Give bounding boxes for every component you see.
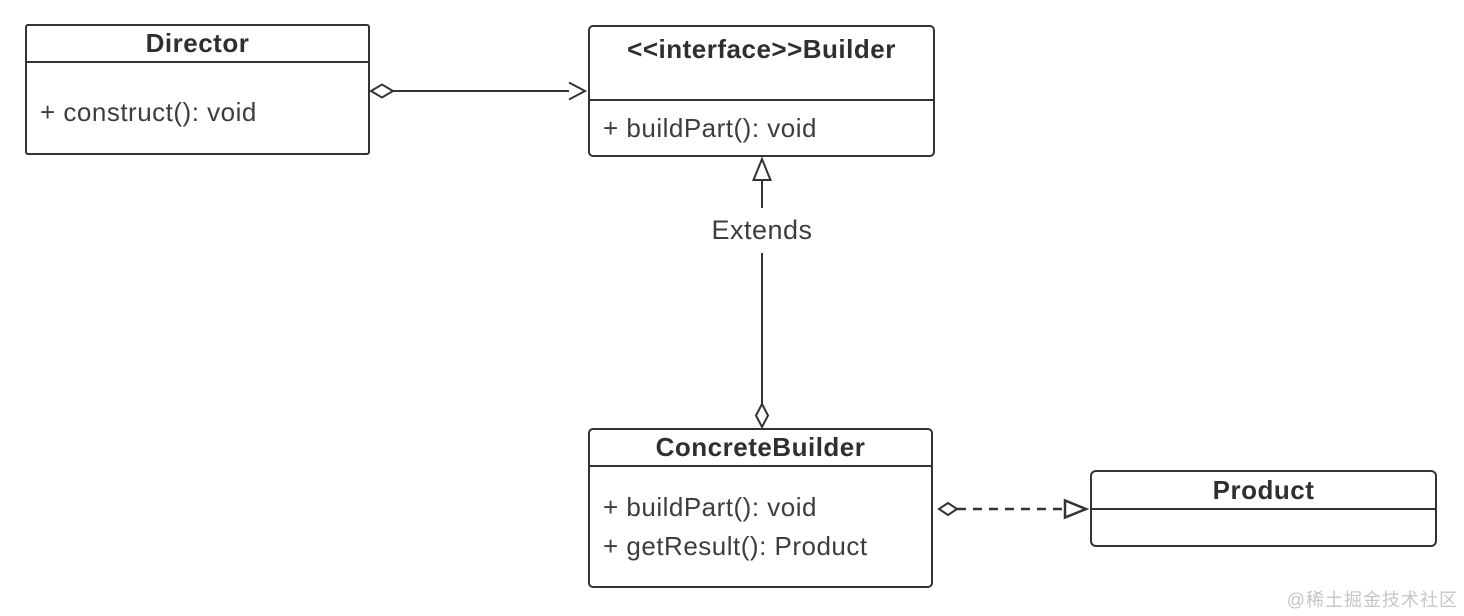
watermark-text: @稀土掘金技术社区 [1286, 590, 1458, 610]
class-box-product: Product [1090, 470, 1437, 547]
class-body-concretebuilder: + buildPart(): void + getResult(): Produ… [590, 467, 931, 586]
method-buildpart: + buildPart(): void [603, 491, 817, 522]
open-arrowhead [568, 81, 588, 101]
class-title-product: Product [1092, 472, 1435, 510]
class-title-builder-interface: <<interface>>Builder [590, 27, 933, 101]
class-body-builder-interface: + buildPart(): void [590, 101, 933, 155]
connector-concretebuilder-to-product [937, 498, 1090, 520]
hollow-diamond-end [754, 401, 770, 430]
class-body-director: + construct(): void [27, 63, 368, 153]
class-box-director: Director + construct(): void [25, 24, 370, 155]
class-title-director: Director [27, 26, 368, 63]
connector-director-to-builder [369, 81, 588, 101]
hollow-diamond-end [369, 83, 395, 99]
hollow-triangle-arrowhead [1063, 498, 1090, 520]
method-construct: + construct(): void [40, 96, 257, 127]
class-box-builder-interface: <<interface>>Builder + buildPart(): void [588, 25, 935, 157]
edge-label-extends: Extends [700, 208, 824, 253]
class-box-concretebuilder: ConcreteBuilder + buildPart(): void + ge… [588, 428, 933, 588]
method-getresult: + getResult(): Product [603, 530, 868, 561]
hollow-triangle-arrowhead [752, 156, 772, 181]
class-title-concretebuilder: ConcreteBuilder [590, 430, 931, 467]
method-buildpart: + buildPart(): void [603, 112, 817, 143]
hollow-diamond-end [937, 501, 959, 517]
connector-concretebuilder-to-builder [752, 156, 772, 430]
class-body-product [1092, 510, 1435, 545]
